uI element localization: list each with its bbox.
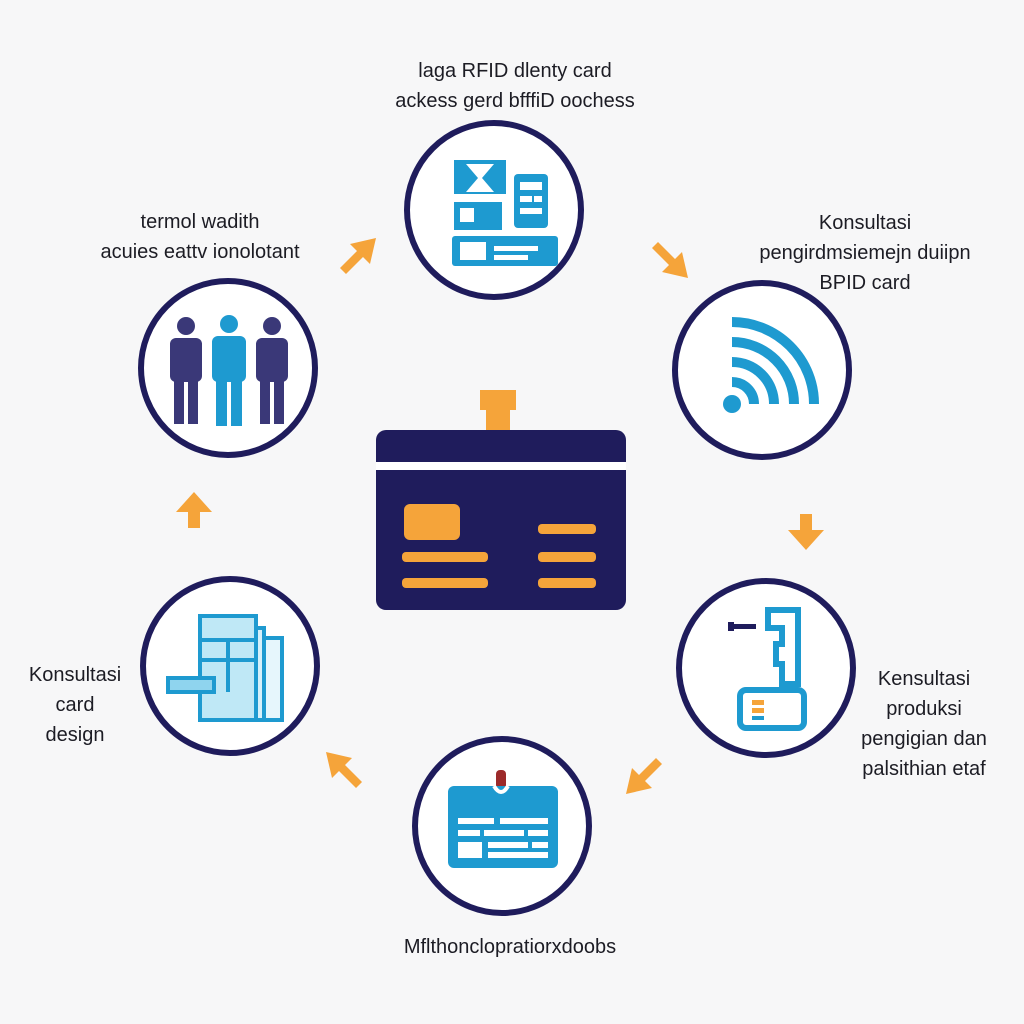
arrow-up-icon [176,492,212,528]
arrow-down-icon [788,514,824,550]
label-bottom: Mflthonclopratiorxdoobs [403,936,617,958]
wireless-signal-icon [723,317,819,413]
team-people-icon [170,315,288,426]
node-left [140,576,320,756]
node-top-left [138,278,318,458]
rfid-card-icon [376,390,626,610]
label-top: laga RFID dlenty card ackess gerd bfffiD… [395,60,635,112]
arrow-up-right-icon [340,238,376,274]
label-top-right: Konsultasi pengirdmsiemejn duiipn BPID c… [759,212,971,294]
badge-id-card-icon [448,770,558,868]
node-bottom [412,736,592,916]
arrow-down-left-icon [626,758,662,794]
label-right: Kensultasi produksi pengigian dan palsit… [861,668,987,780]
node-top [404,120,584,300]
node-right [676,578,856,758]
arrow-down-right-icon [652,242,688,278]
id-card-documents-icon [452,160,558,266]
arrow-up-left-icon [326,752,362,788]
card-design-layers-icon [166,614,284,722]
node-top-right [672,280,852,460]
card-printer-icon [728,607,807,731]
label-top-left: termol wadith acuies eattv ionolotant [100,211,300,263]
label-left: Konsultasi card design [28,664,122,746]
